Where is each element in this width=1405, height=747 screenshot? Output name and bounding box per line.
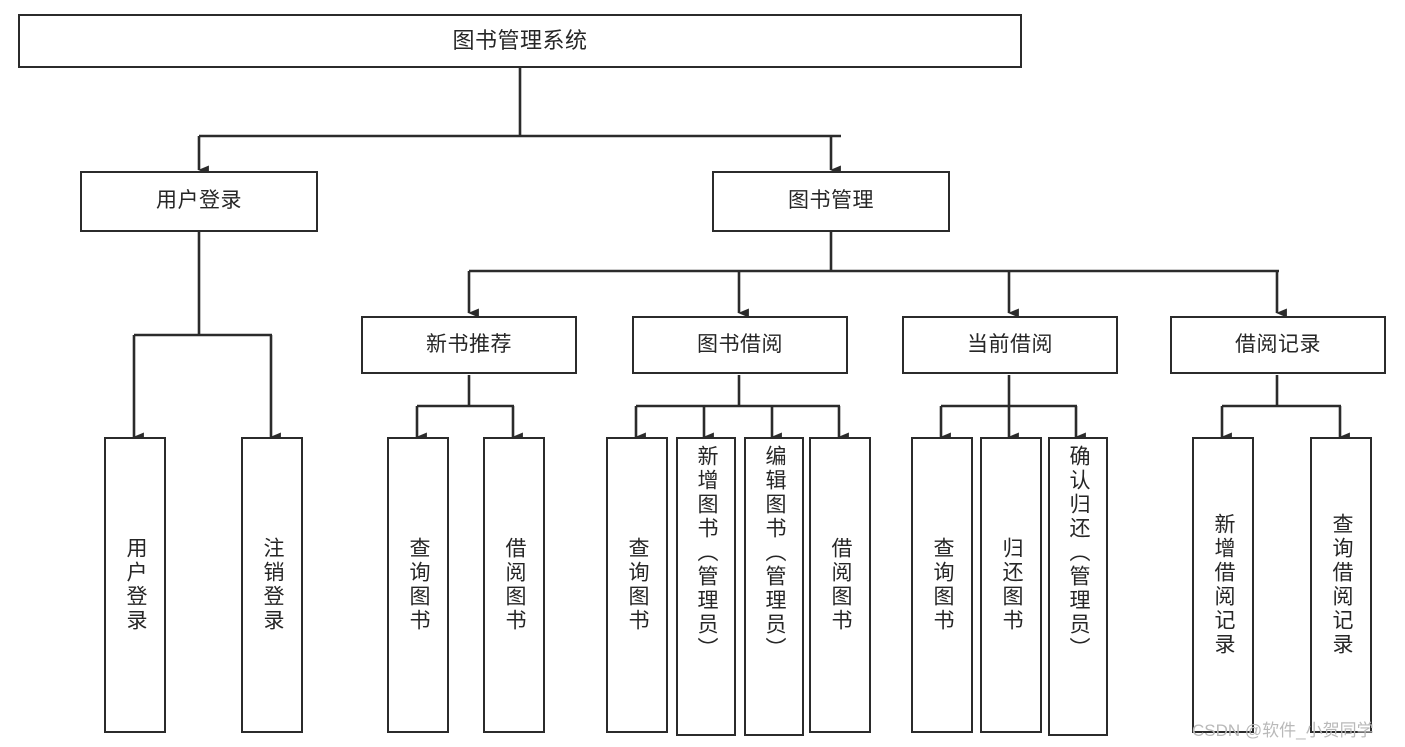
node-leaf-query-record[interactable]: 查询借阅记录	[1310, 437, 1372, 733]
node-user-login-label: 用户登录	[156, 189, 242, 213]
node-leaf-query-book-3[interactable]: 查询图书	[911, 437, 973, 733]
node-borrow-record[interactable]: 借阅记录	[1170, 316, 1386, 374]
node-leaf-return-book-label: 归还图书	[1000, 537, 1024, 633]
node-leaf-confirm-return-label: 确认归还（管理员）	[1067, 445, 1091, 661]
node-leaf-return-book[interactable]: 归还图书	[980, 437, 1042, 733]
node-leaf-borrow-book-1-label: 借阅图书	[503, 537, 527, 633]
node-leaf-confirm-return[interactable]: 确认归还（管理员）	[1048, 437, 1108, 736]
node-leaf-edit-book[interactable]: 编辑图书（管理员）	[744, 437, 804, 736]
node-leaf-query-book-2-label: 查询图书	[626, 537, 650, 633]
node-leaf-query-book-1-label: 查询图书	[407, 537, 431, 633]
node-leaf-edit-book-label: 编辑图书（管理员）	[763, 445, 787, 661]
node-leaf-add-book[interactable]: 新增图书（管理员）	[676, 437, 736, 736]
node-leaf-borrow-book-2-label: 借阅图书	[829, 537, 853, 633]
node-current-borrow[interactable]: 当前借阅	[902, 316, 1118, 374]
node-leaf-logout[interactable]: 注销登录	[241, 437, 303, 733]
node-new-book-recommend[interactable]: 新书推荐	[361, 316, 577, 374]
node-root-book-management-system[interactable]: 图书管理系统	[18, 14, 1022, 68]
node-leaf-logout-label: 注销登录	[261, 537, 285, 633]
node-book-borrow-label: 图书借阅	[697, 332, 783, 356]
node-new-book-recommend-label: 新书推荐	[426, 332, 512, 356]
node-leaf-query-record-label: 查询借阅记录	[1330, 513, 1354, 657]
node-leaf-add-book-label: 新增图书（管理员）	[695, 445, 719, 661]
node-leaf-add-record[interactable]: 新增借阅记录	[1192, 437, 1254, 733]
node-user-login[interactable]: 用户登录	[80, 171, 318, 232]
node-leaf-user-login[interactable]: 用户登录	[104, 437, 166, 733]
node-borrow-record-label: 借阅记录	[1235, 332, 1321, 356]
node-leaf-query-book-1[interactable]: 查询图书	[387, 437, 449, 733]
node-leaf-query-book-3-label: 查询图书	[931, 537, 955, 633]
node-current-borrow-label: 当前借阅	[967, 332, 1053, 356]
node-leaf-user-login-label: 用户登录	[124, 537, 148, 633]
node-book-borrow[interactable]: 图书借阅	[632, 316, 848, 374]
node-book-manage-label: 图书管理	[788, 189, 874, 213]
node-book-manage[interactable]: 图书管理	[712, 171, 950, 232]
node-root-label: 图书管理系统	[452, 28, 588, 54]
node-leaf-borrow-book-2[interactable]: 借阅图书	[809, 437, 871, 733]
node-leaf-add-record-label: 新增借阅记录	[1212, 513, 1236, 657]
csdn-watermark: CSDN @软件_小贺同学	[1192, 721, 1374, 740]
node-leaf-query-book-2[interactable]: 查询图书	[606, 437, 668, 733]
node-leaf-borrow-book-1[interactable]: 借阅图书	[483, 437, 545, 733]
